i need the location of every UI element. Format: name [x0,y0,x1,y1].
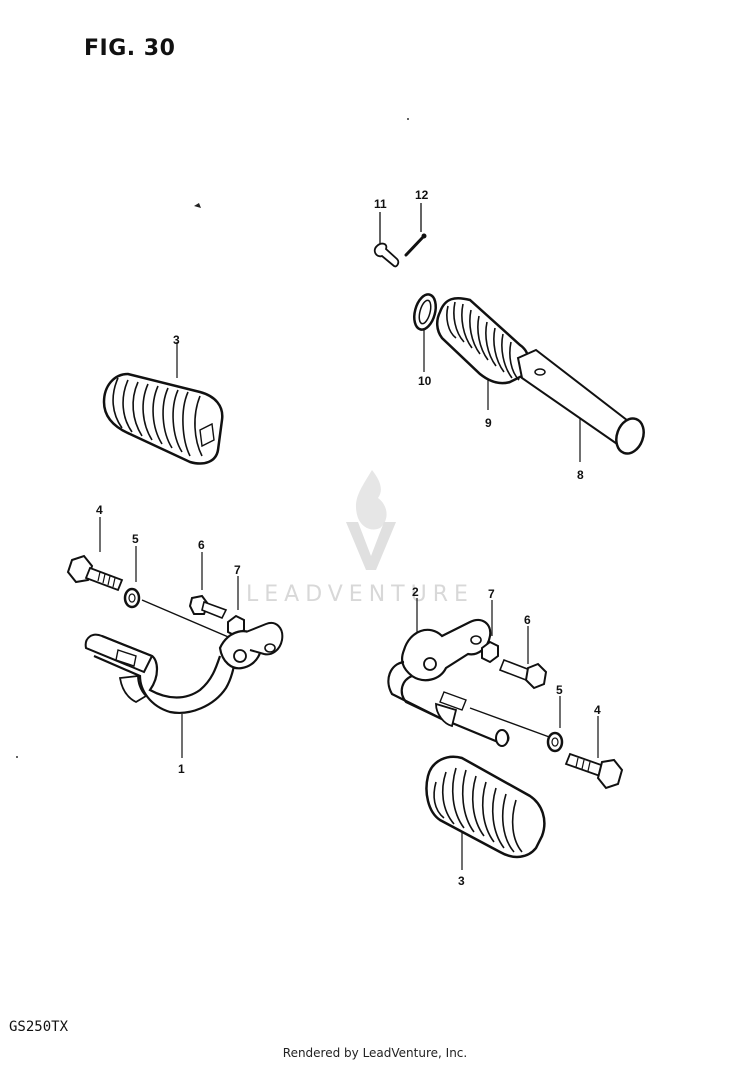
callout-3-left: 3 [173,333,180,347]
callout-1: 1 [178,762,185,776]
callout-6-right: 6 [524,613,531,627]
stray-dot [16,756,18,758]
callout-5-right: 5 [556,683,563,697]
footrest-rubber-3-left [102,342,224,465]
nut-7-left [227,576,245,638]
bolt-6-right [498,626,548,690]
footrest-rubber-3-right [425,755,546,870]
watermark-text: LEADVENTURE [246,582,474,607]
assembly-line [141,599,241,643]
cotter-pin-12 [404,203,427,257]
pin-11 [373,212,400,268]
bolt-6-left [188,552,228,620]
bolt-4-left [66,517,124,592]
nut-7-right [481,600,499,664]
callout-7-right: 7 [488,587,495,601]
footrest-rubber-9 [436,296,530,410]
model-code: GS250TX [9,1019,69,1035]
callout-7-left: 7 [234,563,241,577]
callout-4-left: 4 [96,503,103,517]
assembly-line [469,707,553,739]
washer-5-right [546,696,564,753]
washer-10 [413,293,437,372]
callout-10: 10 [418,374,432,388]
watermark-flame-icon [355,470,387,530]
callout-11: 11 [374,197,387,211]
footrest-bracket-1 [84,622,284,758]
washer-5-left [123,546,141,609]
watermark: LEADVENTURE [246,470,474,607]
stray-dot [407,118,409,120]
footrest-bracket-2 [387,598,510,747]
callout-9: 9 [485,416,492,430]
callout-12: 12 [415,188,429,202]
bolt-4-right [564,716,624,790]
callout-3-right: 3 [458,874,465,888]
callout-4-right: 4 [594,703,601,717]
callout-8: 8 [577,468,584,482]
stray-mark [194,203,201,208]
figure-title: FIG. 30 [84,36,176,61]
footrest-shaft-8 [516,348,645,462]
watermark-v-icon [346,522,396,570]
callout-6-left: 6 [198,538,205,552]
callout-5-left: 5 [132,532,139,546]
footer-credit: Rendered by LeadVenture, Inc. [282,1046,468,1060]
callout-2: 2 [412,585,419,599]
